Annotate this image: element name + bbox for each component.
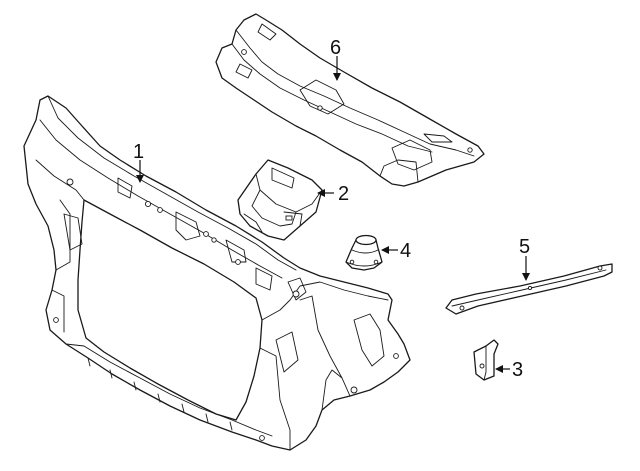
- callout-5: 5: [519, 236, 530, 258]
- leader-lines: [136, 56, 530, 373]
- callout-4: 4: [400, 240, 411, 262]
- bumper-stop-icon: [345, 234, 383, 271]
- callout-3: 3: [512, 359, 523, 381]
- small-bracket-icon: [473, 339, 499, 381]
- callout-6: 6: [330, 37, 341, 59]
- tie-bar-icon: [445, 263, 613, 315]
- callout-1: 1: [133, 141, 144, 163]
- callout-2: 2: [338, 183, 349, 205]
- upper-cover-panel-icon: [215, 13, 485, 187]
- mount-bracket-icon: [237, 159, 323, 241]
- radiator-support-frame-icon: [23, 95, 411, 451]
